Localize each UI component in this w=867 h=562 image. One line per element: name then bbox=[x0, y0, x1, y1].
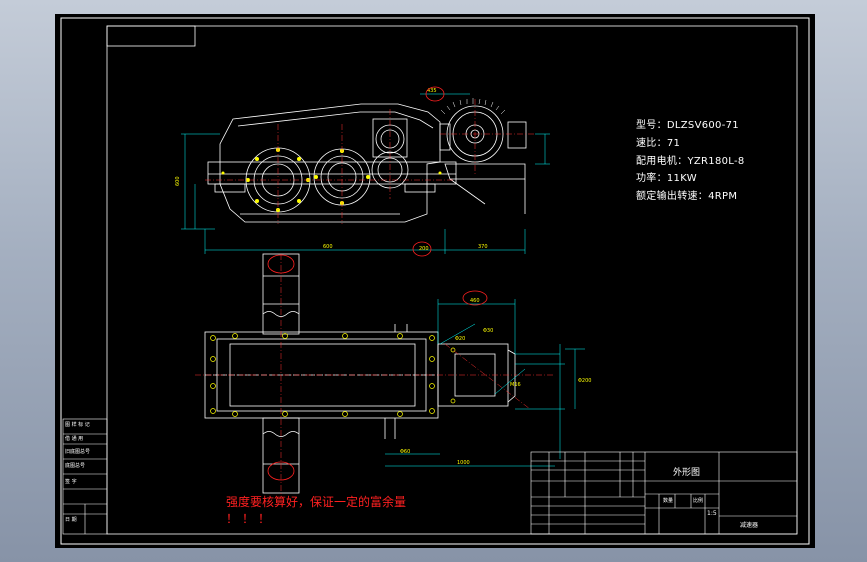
left-strip-label-5: 签 字 bbox=[65, 479, 77, 485]
inner-frame bbox=[106, 25, 798, 535]
svg-text:370: 370 bbox=[478, 244, 488, 250]
left-strip-label-3: 旧底图总号 bbox=[65, 449, 91, 455]
svg-text:1000: 1000 bbox=[457, 460, 470, 466]
svg-text:Φ30: Φ30 bbox=[483, 328, 493, 334]
outer-frame bbox=[60, 17, 810, 545]
cad-drawing: 600 600 370 200 435 bbox=[60, 17, 810, 545]
dim-labels-top: 460 Φ20 M16 Φ200 Φ60 1000 Φ30 bbox=[400, 298, 591, 466]
svg-text:M16: M16 bbox=[510, 382, 521, 388]
center-lines-top bbox=[195, 254, 555, 496]
left-strip-label-6: 日 期 bbox=[65, 517, 77, 523]
title-cell-b: 比例 bbox=[693, 498, 704, 504]
svg-text:Φ20: Φ20 bbox=[455, 336, 465, 342]
left-strip-label-4: 底图总号 bbox=[65, 463, 86, 469]
svg-text:460: 460 bbox=[470, 298, 480, 304]
spec-power: 功率：11KW bbox=[636, 173, 697, 184]
drawing-sheet: 600 600 370 200 435 bbox=[55, 14, 815, 548]
top-view bbox=[204, 253, 516, 494]
svg-text:Φ60: Φ60 bbox=[400, 449, 410, 455]
left-strip bbox=[62, 418, 108, 535]
spec-ratio: 速比：71 bbox=[636, 138, 681, 149]
front-view bbox=[207, 103, 527, 223]
dims-top bbox=[385, 299, 585, 467]
bolts-front bbox=[221, 148, 442, 212]
title-scale: 1:5 bbox=[707, 510, 717, 517]
note-line-1: 强度要核算好，保证一定的富余量 bbox=[226, 495, 407, 509]
title-block bbox=[530, 451, 798, 535]
motor-fins bbox=[440, 98, 506, 115]
dim-labels-front: 600 600 370 200 435 bbox=[175, 88, 488, 252]
note-line-2: ！！！ bbox=[226, 512, 275, 526]
bolts-top bbox=[210, 333, 456, 417]
marker-circle-shaft-bottom bbox=[267, 461, 295, 481]
svg-text:600: 600 bbox=[323, 244, 333, 250]
title-label-right: 减速器 bbox=[740, 522, 759, 529]
spec-output-speed: 额定输出转速：4RPM bbox=[636, 191, 738, 202]
title-cell-a: 数量 bbox=[663, 498, 674, 504]
left-strip-label-1: 图 样 标 记 bbox=[65, 422, 90, 428]
marker-circle-bottom bbox=[412, 241, 432, 257]
marker-circle-shaft-top bbox=[267, 254, 295, 274]
spec-motor: 配用电机：YZR180L-8 bbox=[636, 156, 745, 167]
svg-text:600: 600 bbox=[175, 176, 181, 186]
svg-text:Φ200: Φ200 bbox=[578, 378, 591, 384]
left-strip-label-2: 借 通 用 bbox=[65, 436, 84, 442]
center-lines-front bbox=[205, 99, 535, 224]
marker-circle-top bbox=[425, 86, 445, 102]
title-drawing-name: 外形图 bbox=[673, 468, 701, 478]
svg-text:435: 435 bbox=[427, 88, 437, 94]
top-left-box bbox=[106, 25, 196, 47]
svg-text:200: 200 bbox=[419, 246, 429, 252]
spec-model: 型号：DLZSV600-71 bbox=[636, 120, 739, 131]
marker-circle-flange bbox=[462, 290, 488, 306]
dims-front bbox=[181, 93, 550, 254]
